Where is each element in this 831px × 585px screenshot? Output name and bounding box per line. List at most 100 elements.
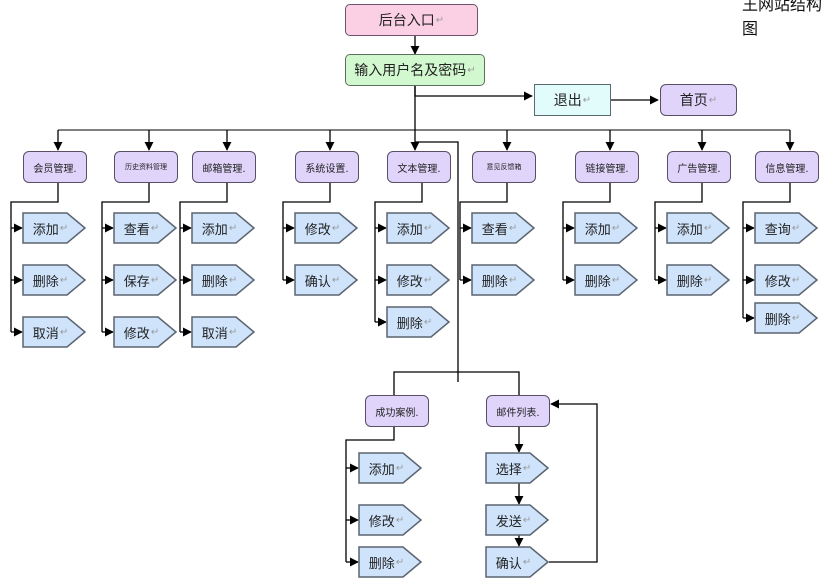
action-links-0[interactable]: 添加↵ — [575, 213, 630, 243]
action-links-0-shape — [574, 212, 639, 244]
action-cases-0-label: 添加 — [368, 462, 395, 478]
module-branch-line — [742, 183, 791, 318]
action-text-0-label: 添加 — [396, 222, 423, 238]
return-mark-icon: ↵ — [791, 274, 801, 286]
action-history-2[interactable]: 修改↵ — [114, 317, 169, 347]
action-maillist-1[interactable]: 发送↵ — [486, 505, 541, 535]
action-settings-1[interactable]: 确认↵ — [295, 265, 350, 295]
module-feedback[interactable]: 意见反馈箱 — [472, 151, 536, 183]
action-mailbox-0-shape — [191, 212, 256, 244]
action-member-1-label: 删除 — [32, 274, 59, 290]
login-to-logout-arrow — [414, 86, 533, 101]
action-mailbox-2-label: 取消 — [201, 326, 228, 342]
action-ads-1[interactable]: 删除↵ — [667, 265, 722, 295]
action-member-1[interactable]: 删除↵ — [23, 265, 78, 295]
action-cases-0[interactable]: 添加↵ — [359, 453, 414, 483]
action-maillist-2-shape — [485, 546, 550, 578]
action-ads-1-shape — [666, 264, 731, 296]
module-member[interactable]: 会员管理. — [23, 151, 87, 183]
action-member-2-label: 取消 — [32, 326, 59, 342]
submodule-maillist[interactable]: 邮件列表. — [486, 395, 550, 427]
action-history-0-label: 查看 — [123, 222, 150, 238]
action-info-1-label: 修改 — [764, 274, 791, 290]
action-maillist-0[interactable]: 选择↵ — [486, 453, 541, 483]
module-branch-line — [459, 183, 508, 280]
action-text-2-label: 删除 — [396, 316, 423, 332]
module-ads[interactable]: 广告管理. — [667, 151, 731, 183]
action-member-2[interactable]: 取消↵ — [23, 317, 78, 347]
module-links[interactable]: 链接管理. — [575, 151, 639, 183]
action-ads-1-label: 删除 — [676, 274, 703, 290]
action-info-0-shape — [754, 212, 819, 244]
action-info-2-shape — [754, 302, 819, 334]
action-links-1[interactable]: 删除↵ — [575, 265, 630, 295]
action-member-0[interactable]: 添加↵ — [23, 213, 78, 243]
action-maillist-0-shape — [485, 452, 550, 484]
action-mailbox-1-shape — [191, 264, 256, 296]
action-info-2-label: 删除 — [764, 312, 791, 328]
action-mailbox-2[interactable]: 取消↵ — [192, 317, 247, 347]
action-maillist-1-label: 发送 — [495, 514, 522, 530]
action-maillist-2-label: 确认 — [495, 556, 522, 572]
module-text[interactable]: 文本管理. — [387, 151, 451, 183]
return-mark-icon: ↵ — [59, 222, 69, 234]
return-mark-icon: ↵ — [467, 64, 476, 76]
return-mark-icon: ↵ — [791, 312, 801, 324]
action-cases-1[interactable]: 修改↵ — [359, 505, 414, 535]
action-feedback-1[interactable]: 删除↵ — [472, 265, 527, 295]
text-to-submodule-line — [415, 141, 459, 382]
action-mailbox-0-label: 添加 — [201, 222, 228, 238]
submodule-bus-line — [393, 371, 520, 395]
return-mark-icon: ↵ — [508, 222, 518, 234]
module-info[interactable]: 信息管理. — [755, 151, 819, 183]
logout-node[interactable]: 退出↵ — [534, 84, 611, 116]
login-node[interactable]: 输入用户名及密码↵ — [345, 54, 485, 86]
module-settings[interactable]: 系统设置. — [295, 151, 359, 183]
action-cases-2-shape — [358, 546, 423, 578]
action-info-1[interactable]: 修改↵ — [755, 265, 810, 295]
module-branch-line — [101, 183, 150, 332]
action-maillist-1-shape — [485, 504, 550, 536]
module-member-label: 会员管理. — [33, 163, 77, 175]
return-mark-icon: ↵ — [59, 274, 69, 286]
module-mailbox-label: 邮箱管理. — [202, 163, 246, 175]
action-history-1[interactable]: 保存↵ — [114, 265, 169, 295]
return-mark-icon: ↵ — [582, 94, 592, 106]
action-info-0-label: 查询 — [764, 222, 791, 238]
module-info-label: 信息管理. — [765, 163, 809, 175]
action-feedback-0-label: 查看 — [481, 222, 508, 238]
action-maillist-2[interactable]: 确认↵ — [486, 547, 541, 577]
action-history-0[interactable]: 查看↵ — [114, 213, 169, 243]
action-cases-2[interactable]: 删除↵ — [359, 547, 414, 577]
action-text-0[interactable]: 添加↵ — [387, 213, 442, 243]
action-info-0[interactable]: 查询↵ — [755, 213, 810, 243]
home-label: 首页 — [679, 93, 708, 109]
return-mark-icon: ↵ — [703, 222, 713, 234]
logout-label: 退出 — [553, 93, 582, 109]
return-mark-icon: ↵ — [150, 326, 160, 338]
action-info-2[interactable]: 删除↵ — [755, 303, 810, 333]
module-branch-line — [10, 183, 59, 332]
action-text-2[interactable]: 删除↵ — [387, 307, 442, 337]
action-feedback-0[interactable]: 查看↵ — [472, 213, 527, 243]
action-settings-0[interactable]: 修改↵ — [295, 213, 350, 243]
module-mailbox[interactable]: 邮箱管理. — [192, 151, 256, 183]
action-history-2-shape — [113, 316, 178, 348]
return-mark-icon: ↵ — [611, 274, 621, 286]
action-member-2-shape — [22, 316, 87, 348]
submodule-cases[interactable]: 成功案例. — [365, 395, 429, 427]
action-ads-0[interactable]: 添加↵ — [667, 213, 722, 243]
action-mailbox-0[interactable]: 添加↵ — [192, 213, 247, 243]
module-history[interactable]: 历史资料管理 — [114, 151, 178, 183]
action-history-2-label: 修改 — [123, 326, 150, 342]
action-mailbox-1[interactable]: 删除↵ — [192, 265, 247, 295]
action-links-0-label: 添加 — [584, 222, 611, 238]
home-node[interactable]: 首页↵ — [660, 84, 737, 116]
entry-node[interactable]: 后台入口↵ — [345, 4, 478, 36]
action-ads-0-shape — [666, 212, 731, 244]
module-ads-label: 广告管理. — [677, 163, 721, 175]
action-text-1[interactable]: 修改↵ — [387, 265, 442, 295]
return-mark-icon: ↵ — [228, 222, 238, 234]
return-mark-icon: ↵ — [522, 556, 532, 568]
action-maillist-0-label: 选择 — [495, 462, 522, 478]
